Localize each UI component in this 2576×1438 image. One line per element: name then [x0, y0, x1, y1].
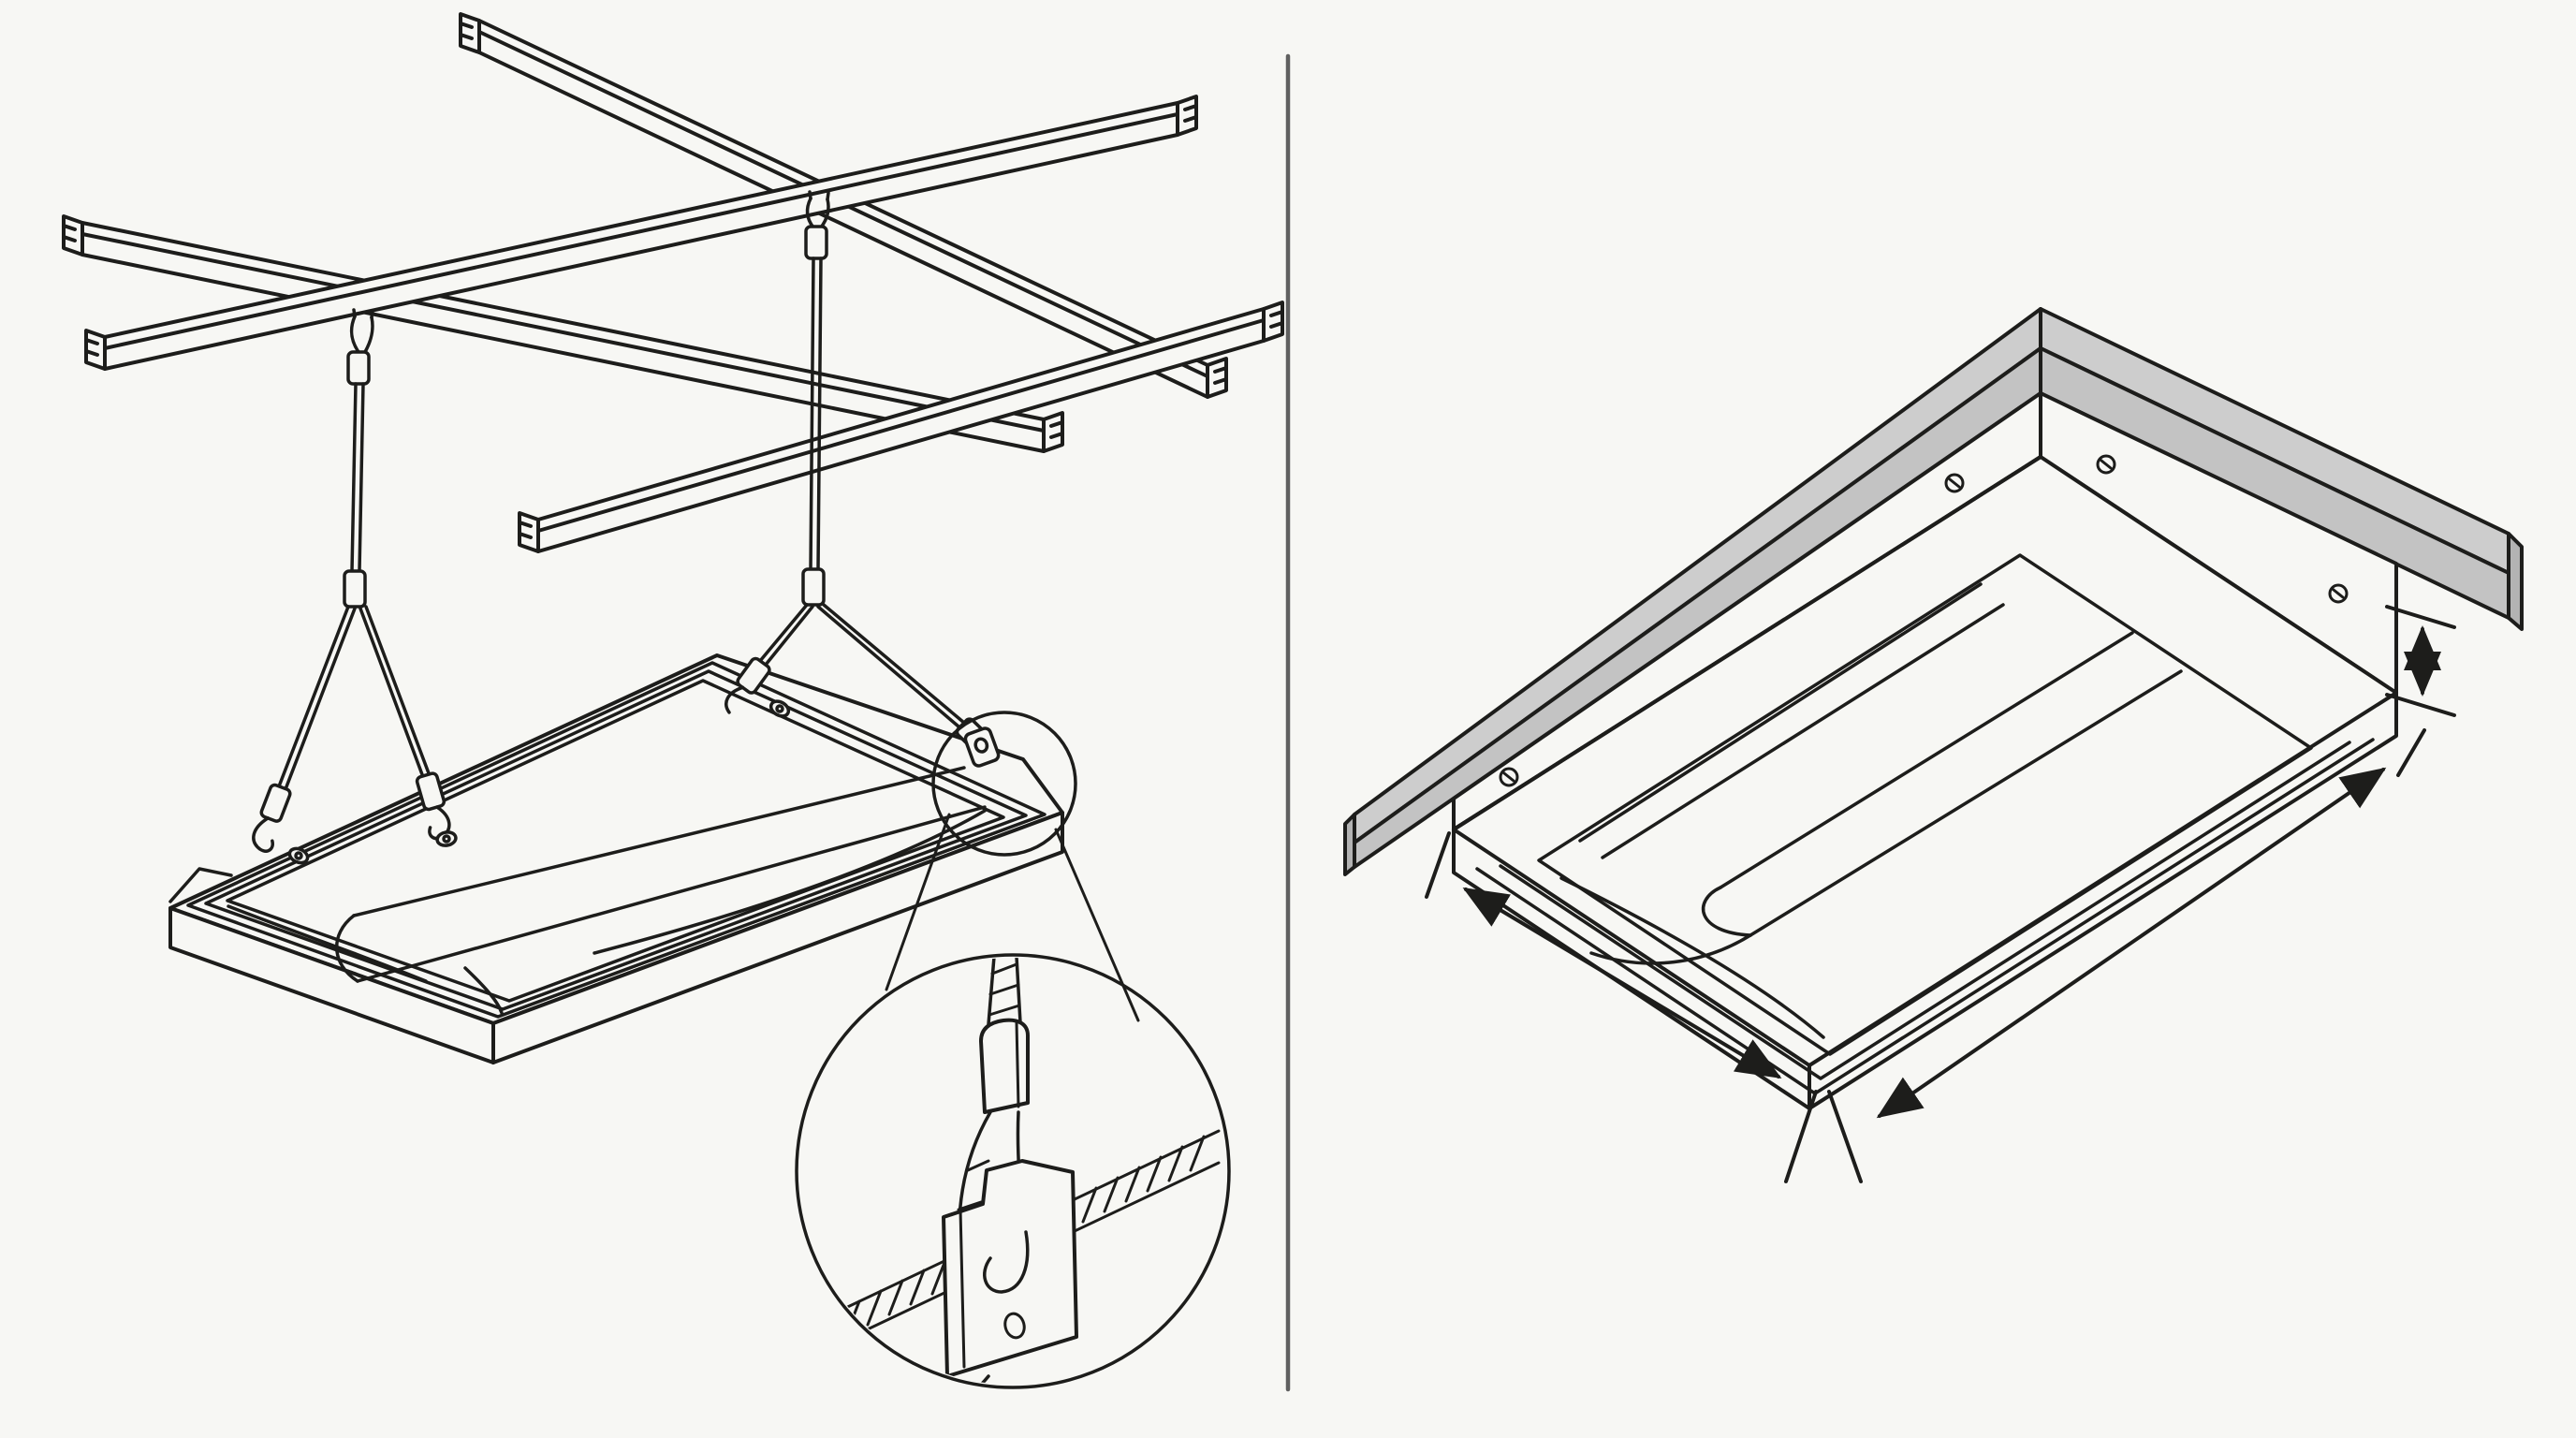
leg-ferrule-left	[252, 783, 292, 853]
grid-beam-rail-lower	[518, 301, 1284, 553]
detail-leader-lines	[885, 813, 1140, 1022]
slab-end-cap-left	[1343, 813, 1356, 876]
crimp-ferrule-top	[346, 350, 371, 386]
attachment-eyelet-right	[435, 830, 458, 847]
wire-leg-left	[277, 605, 357, 791]
length-dimension-line	[1876, 767, 2387, 1119]
right-panel-surface-mounted-view	[1343, 307, 2524, 1183]
leg-ferrule-left	[724, 656, 771, 714]
dimension-tick	[2396, 728, 2426, 777]
twisted-wire-rope	[987, 958, 1022, 1026]
clip-hole	[1003, 1312, 1026, 1340]
corner-callout-ring	[931, 711, 1077, 857]
grid-beam-rail-upper	[84, 95, 1198, 371]
rope-tail	[940, 1374, 990, 1385]
attachment-eyelet-plate	[963, 726, 1001, 768]
ceiling-grid	[62, 12, 1284, 553]
wire-leg-left	[758, 603, 814, 667]
slab-end-cap-right	[2507, 532, 2524, 631]
rope-retaining-clip	[942, 1159, 1078, 1378]
main-wire	[809, 257, 823, 571]
ceiling-slab	[1343, 307, 2524, 876]
mounting-screws	[1499, 454, 2349, 787]
dimension-tick	[2385, 605, 2456, 629]
rim-line-outer	[186, 661, 1046, 1019]
width-dimension-line	[1462, 887, 1782, 1079]
curved-reflector	[227, 766, 987, 1015]
attachment-eyelet-left	[768, 699, 791, 718]
left-panel-suspended-view	[62, 12, 1284, 1389]
crimp-sleeve	[979, 1018, 1030, 1114]
fixture-top-left-edge	[1452, 455, 2042, 831]
wire-grid-loop	[349, 315, 374, 354]
grid-beam-tee-1	[62, 214, 1064, 453]
dimension-tick	[1784, 1090, 1818, 1183]
crimp-ferrule-split	[343, 569, 367, 609]
edge-width-dimension	[1425, 831, 1782, 1079]
wire-leg-right	[816, 603, 966, 728]
hanger-wire-right	[724, 190, 1001, 768]
main-wire	[350, 382, 365, 573]
height-dimension	[2385, 605, 2456, 717]
fixture-end-tab	[168, 867, 233, 903]
attachment-eyelet-left	[287, 846, 310, 865]
edge-length-dimension	[1784, 728, 2426, 1183]
hanger-wire-left	[252, 308, 458, 865]
lens-opening	[226, 679, 1005, 1003]
crimp-ferrule-split	[801, 567, 826, 607]
dimension-tick	[2385, 693, 2456, 717]
rope-end-curl	[983, 1230, 1030, 1294]
dimension-tick	[1827, 1090, 1863, 1183]
dimension-tick	[1425, 831, 1451, 899]
wire-leg-right	[359, 605, 431, 779]
suspended-troffer-fixture	[168, 653, 1064, 1064]
crimp-ferrule-top	[804, 225, 828, 260]
fixture-front-face	[491, 811, 1064, 1064]
magnified-detail-circle	[795, 953, 1231, 1389]
